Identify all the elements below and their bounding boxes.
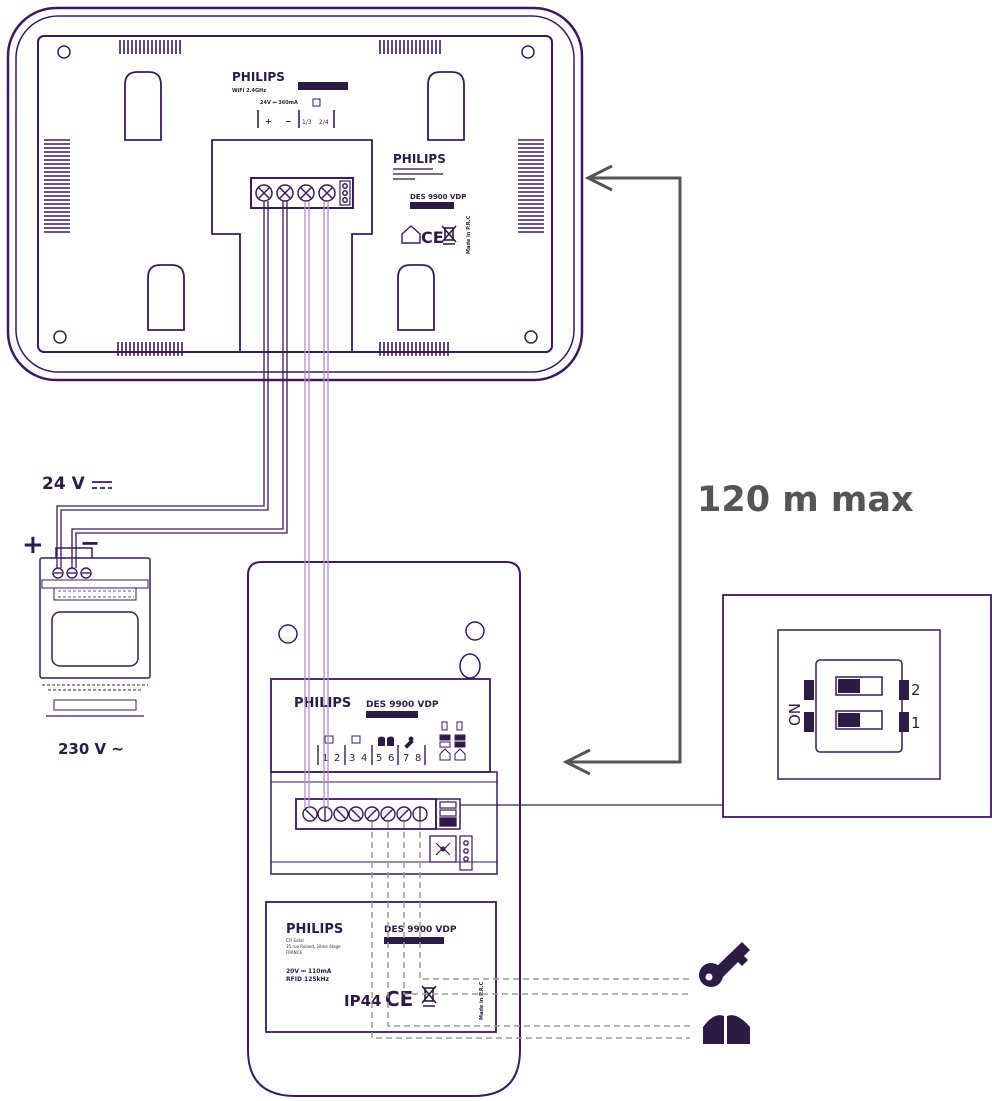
outdoor-rfid-text: RFID 125kHz: [286, 976, 330, 983]
outdoor-terminal-2: 2: [334, 753, 340, 764]
monitor-vents: [44, 40, 544, 356]
accessory-wires: [371, 822, 690, 1039]
outdoor-weee-bin-icon: [421, 985, 437, 1007]
monitor-made-in-text: Made in P.R.C: [466, 215, 472, 254]
dc-symbol-icon: [92, 481, 112, 489]
outdoor-top-serial-box: [366, 711, 418, 718]
outdoor-unit: [247, 561, 521, 1097]
dip-switch-1-label: 1: [911, 714, 921, 732]
outdoor-rating-brand: PHILIPS: [286, 922, 343, 937]
outdoor-rating-model: DES 9900 VDP: [384, 925, 457, 935]
outdoor-rating-label: PHILIPS CFI Extel 35 rue Roland, 2ème ét…: [286, 922, 485, 1020]
monitor-top-label: PHILIPS WiFi 2.4GHz 24V ⎓ 360mA + − 1/3 …: [232, 70, 348, 128]
bus-wires: [304, 201, 329, 808]
outdoor-top-brand: PHILIPS: [294, 696, 351, 711]
outdoor-address-3: FRANCE: [286, 950, 302, 955]
outdoor-terminal-4: 4: [361, 753, 367, 764]
monitor-plus-text: +: [265, 117, 272, 126]
monitor-terminal-screws: [255, 183, 348, 203]
outdoor-terminal-6: 6: [388, 753, 394, 764]
monitor-wifi-text: WiFi 2.4GHz: [232, 88, 266, 94]
outdoor-terminal-screws: [302, 801, 469, 862]
dip-on-label: ON: [786, 703, 804, 726]
outdoor-made-in-text: Made in P.R.C: [479, 981, 485, 1020]
outdoor-address-2: 35 rue Roland, 2ème étage: [286, 944, 341, 949]
gate-icon: [703, 1015, 750, 1044]
outdoor-terminal-1: 1: [322, 753, 328, 764]
power-plus-symbol: +: [22, 530, 44, 560]
ip-rating-text: IP44: [344, 992, 381, 1010]
monitor-rating-text: 24V ⎓ 360mA: [260, 100, 298, 106]
distance-arrow: [562, 164, 682, 776]
outdoor-rating-serial-box: [384, 937, 444, 944]
key-small-icon: [404, 736, 414, 749]
home-icon: [401, 225, 421, 244]
monitor-port-b-text: 2/4: [319, 119, 329, 126]
outdoor-top-label: PHILIPS DES 9900 VDP 1 2 3 4 5 6 7 8: [294, 696, 466, 765]
monitor-model-text: DES 9900 VDP: [410, 193, 466, 201]
monitor-serial-box: [298, 82, 348, 90]
outdoor-top-model: DES 9900 VDP: [366, 700, 439, 710]
key-icon: [699, 942, 750, 987]
monitor-model-serial-box: [410, 202, 454, 209]
outdoor-address-1: CFI Extel: [286, 938, 304, 943]
outdoor-rating-text: 20V ⎓ 110mA: [286, 968, 332, 975]
outdoor-ce-mark-icon: CE: [385, 987, 413, 1011]
light-sensor-icon: [435, 842, 451, 856]
weee-bin-icon: [441, 225, 457, 245]
indoor-monitor: [6, 6, 584, 382]
outdoor-terminal-7: 7: [403, 753, 409, 764]
distance-label: 120 m max: [697, 480, 914, 520]
outdoor-terminal-3: 3: [349, 753, 355, 764]
ce-mark-icon: CE: [421, 228, 444, 247]
dip-switch-2-label: 2: [911, 681, 921, 699]
monitor-minus-text: −: [285, 117, 292, 126]
dc-voltage-label: 24 V: [42, 474, 86, 494]
monitor-rating-label: PHILIPS DES 9900 VDP CE Made in P.R.C: [393, 152, 472, 254]
monitor-port-a-text: 1/3: [302, 119, 312, 126]
monitor-brand: PHILIPS: [232, 70, 285, 84]
power-wires: [56, 201, 288, 568]
gate-small-icon: [378, 736, 394, 746]
ac-voltage-label: 230 V ~: [58, 740, 124, 758]
dip-switch-detail: [722, 594, 992, 818]
monitor-rating-brand: PHILIPS: [393, 152, 446, 166]
dip-legend-icons: [439, 721, 466, 761]
outdoor-terminal-5: 5: [376, 753, 382, 764]
power-minus-symbol: −: [80, 529, 100, 557]
outdoor-terminal-8: 8: [415, 753, 421, 764]
power-supply: [39, 547, 151, 717]
